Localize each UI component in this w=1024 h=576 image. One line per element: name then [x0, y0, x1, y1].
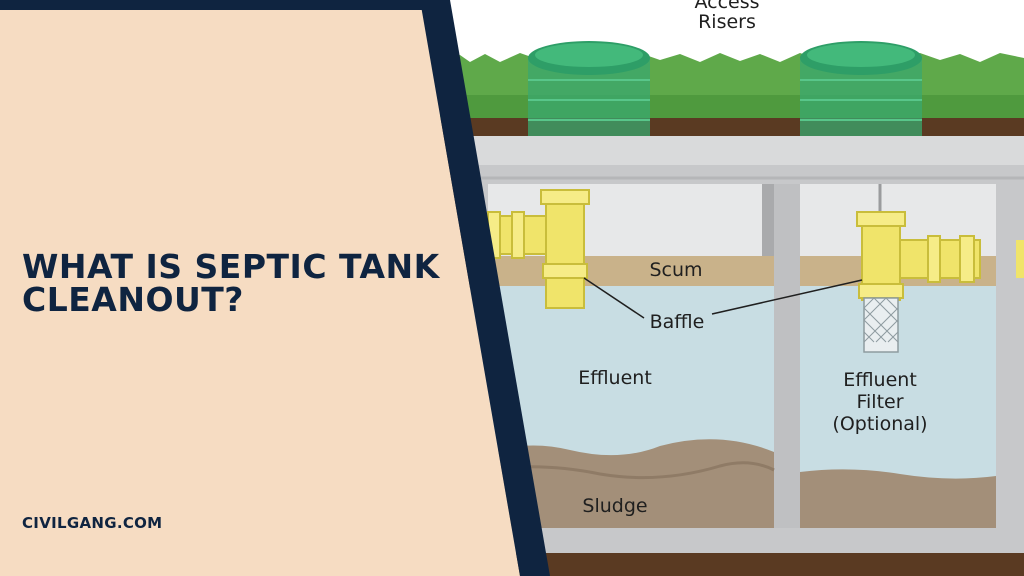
- effluent-filter: [863, 297, 899, 353]
- label-effluent-filter-1: Effluent: [843, 369, 917, 391]
- access-riser-right: [800, 41, 922, 140]
- site-name: CIVILGANG.COM: [22, 514, 163, 532]
- outlet-pipe: [897, 235, 1024, 283]
- label-scum: Scum: [649, 259, 702, 281]
- access-riser-left: [528, 41, 650, 140]
- panel-diagonal-border: [420, 0, 550, 576]
- baffle-leader-right: [711, 279, 863, 315]
- label-effluent-filter-3: (Optional): [832, 413, 927, 435]
- label-sludge: Sludge: [582, 495, 647, 517]
- outlet-baffle: [856, 211, 906, 301]
- top-border: [0, 0, 440, 10]
- label-access-risers-1: Access: [694, 0, 759, 13]
- label-baffle: Baffle: [650, 311, 705, 333]
- inlet-baffle: [540, 189, 590, 309]
- center-wall: [774, 184, 800, 528]
- label-effluent: Effluent: [578, 367, 652, 389]
- grass-base: [440, 95, 1024, 118]
- sludge-right: [800, 469, 996, 528]
- page-title: WHAT IS SEPTIC TANK CLEANOUT?: [22, 250, 452, 316]
- scum-layer-left: [488, 256, 774, 286]
- label-effluent-filter-2: Filter: [856, 391, 903, 413]
- label-access-risers-2: Risers: [698, 11, 756, 33]
- baffle-leader-left: [583, 277, 645, 319]
- title-line-1: WHAT IS SEPTIC TANK: [22, 247, 440, 286]
- title-line-2: CLEANOUT?: [22, 280, 244, 319]
- title-panel: [0, 0, 520, 576]
- sludge-left: [488, 439, 774, 528]
